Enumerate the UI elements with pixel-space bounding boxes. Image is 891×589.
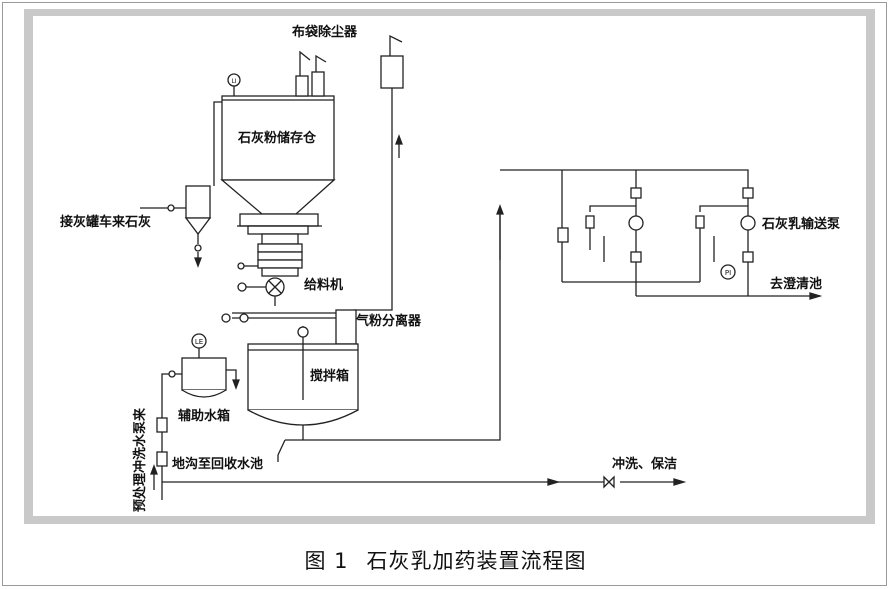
label-pretreat-pump: 预处理冲洗水泵来	[132, 407, 148, 512]
label-to-clarifier: 去澄清池	[770, 276, 822, 292]
label-silo: 石灰粉储存仓	[237, 130, 317, 146]
figure-number: 图 1	[304, 549, 349, 573]
silo-level-gauge: LI	[231, 78, 236, 85]
label-truck-inlet: 接灰罐车来石灰	[60, 214, 151, 230]
aux-level-gauge: LE	[195, 338, 203, 346]
label-air-separator: 气粉分离器	[356, 313, 422, 329]
feeder	[237, 233, 303, 306]
figure-title: 石灰乳加药装置流程图	[366, 549, 587, 573]
label-flush: 冲洗、保洁	[612, 456, 677, 472]
label-dust-collector: 布袋除尘器	[292, 24, 358, 40]
truck-inlet	[140, 185, 212, 268]
figure-caption: 图 1 石灰乳加药装置流程图	[0, 545, 891, 575]
pressure-gauge: PI	[725, 269, 731, 277]
pump-skid	[500, 169, 823, 300]
dust-collector	[354, 34, 404, 311]
diagram-panel	[24, 9, 875, 524]
conveying-pipe	[221, 309, 357, 345]
label-mixing-tank: 搅拌箱	[310, 368, 349, 384]
mixing-tank	[247, 212, 501, 462]
label-milk-pump: 石灰乳输送泵	[761, 216, 840, 232]
aux-water-tank	[150, 333, 687, 500]
silo	[213, 50, 336, 235]
label-aux-tank: 辅助水箱	[178, 408, 230, 424]
label-trench: 地沟至回收水池	[172, 456, 263, 472]
label-feeder: 给料机	[304, 277, 343, 293]
